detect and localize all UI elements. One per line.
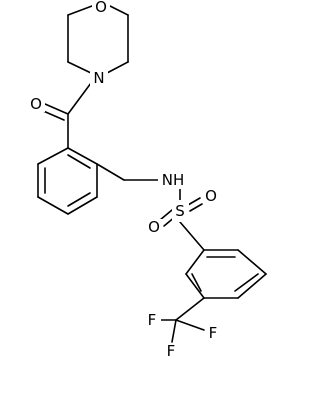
bond (67, 147, 98, 165)
bond (37, 147, 69, 165)
bond (67, 196, 98, 215)
carbonyl-oxygen-atom: O (27, 95, 45, 113)
bond (159, 209, 173, 221)
bond (96, 163, 125, 181)
fluorine-bottom-atom: F (163, 342, 179, 360)
bond (67, 82, 92, 115)
sulfonyl-oxygen-right-atom: O (203, 187, 220, 205)
bond (237, 249, 267, 275)
bond (237, 273, 267, 299)
amine-nh-atom: NH (158, 171, 188, 189)
fluorine-right-label: F (209, 324, 218, 342)
morpholine-nitrogen-label: N (93, 69, 104, 87)
bond (109, 5, 129, 16)
morpholine-oxygen-atom: O (92, 0, 110, 16)
bond (171, 319, 177, 343)
bond (189, 203, 203, 212)
carbonyl-oxygen-label: O (30, 95, 42, 113)
bond-layer (37, 5, 267, 343)
sulfonyl-oxygen-right-label: O (205, 187, 217, 205)
fluorine-right-atom: F (205, 324, 221, 342)
bond (179, 221, 205, 251)
bond (191, 273, 202, 292)
bond (175, 297, 205, 321)
bond (37, 196, 69, 215)
bond (106, 61, 129, 74)
bond (185, 273, 205, 299)
bond (67, 5, 93, 16)
bond (67, 61, 92, 74)
bond (44, 103, 69, 115)
fluorine-left-label: F (148, 311, 157, 329)
bond (185, 249, 205, 275)
fluorine-left-atom: F (145, 311, 161, 329)
bond (67, 192, 91, 207)
bond (234, 273, 259, 292)
morpholine-nitrogen-atom: N (90, 69, 108, 87)
bond (67, 154, 91, 169)
sulfonyl-oxygen-left-label: O (148, 218, 160, 236)
bond (187, 197, 201, 206)
atom-label-layer: O N O NH S O O F (27, 0, 221, 360)
fluorine-bottom-label: F (167, 342, 176, 360)
bond (175, 319, 205, 331)
chemical-structure-diagram: O N O NH S O O F (27, 0, 267, 360)
sulfur-atom: S (172, 200, 189, 222)
sulfur-label: S (175, 202, 185, 220)
morpholine-oxygen-label: O (95, 0, 107, 16)
sulfonyl-oxygen-left-atom: O (146, 218, 163, 236)
amine-nh-label: NH (162, 171, 185, 189)
